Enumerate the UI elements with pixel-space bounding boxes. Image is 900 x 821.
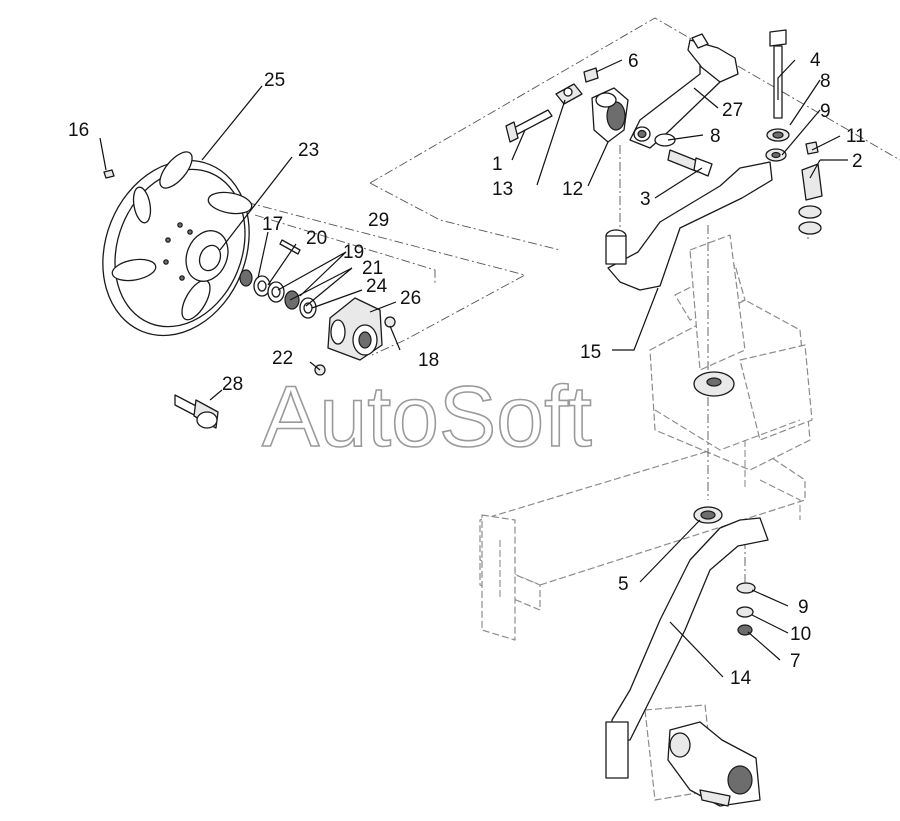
callout-21: 21 [362, 258, 383, 279]
callout-28: 28 [222, 374, 243, 395]
frame-washer-bore [706, 377, 722, 387]
callout-4: 4 [810, 50, 821, 71]
callout-8-top: 8 [820, 71, 831, 92]
callout-1: 1 [492, 154, 503, 175]
axle-frame-ghost [479, 234, 813, 801]
callout-22: 22 [272, 348, 293, 369]
callout-25: 25 [264, 70, 285, 91]
assembly-lines [229, 17, 900, 590]
callout-23: 23 [298, 140, 319, 161]
callout-29: 29 [368, 210, 389, 231]
wheel-disc [102, 151, 253, 337]
bolts-top [505, 67, 713, 177]
callout-2: 2 [852, 151, 863, 172]
callout-10: 10 [790, 624, 811, 645]
screw [103, 169, 115, 179]
callout-26: 26 [400, 288, 421, 309]
callout-11: 11 [846, 126, 866, 147]
callout-27: 27 [722, 100, 743, 121]
callout-9-top: 9 [820, 101, 831, 122]
callout-9-bottom: 9 [798, 597, 809, 618]
callout-14: 14 [730, 668, 752, 689]
callout-17: 17 [262, 214, 283, 235]
knuckle-arm [605, 161, 773, 291]
watermark: AutoSoft [262, 369, 592, 465]
callout-12: 12 [562, 179, 583, 200]
callout-24: 24 [366, 276, 388, 297]
callout-5: 5 [618, 574, 629, 595]
ball-joint [555, 83, 629, 143]
callout-15: 15 [580, 342, 601, 363]
lower-arm [605, 506, 769, 779]
callout-7: 7 [790, 651, 801, 672]
leader-lines [99, 59, 848, 678]
callout-19: 19 [343, 242, 364, 263]
knuckle-housing [667, 721, 761, 807]
kingpin-bolt-stack [765, 29, 823, 235]
hub-assembly [239, 239, 396, 376]
callout-18: 18 [418, 350, 439, 371]
callout-3: 3 [640, 189, 651, 210]
stub-axle [174, 394, 219, 429]
callout-16: 16 [68, 120, 89, 141]
callouts: 1 2 3 4 5 6 7 8 8 9 9 10 11 12 13 14 15 … [68, 50, 866, 689]
callout-8-bolt: 8 [710, 126, 721, 147]
callout-13: 13 [492, 179, 513, 200]
steering-arm [629, 33, 739, 149]
callout-6: 6 [628, 51, 639, 72]
callout-20: 20 [306, 228, 327, 249]
